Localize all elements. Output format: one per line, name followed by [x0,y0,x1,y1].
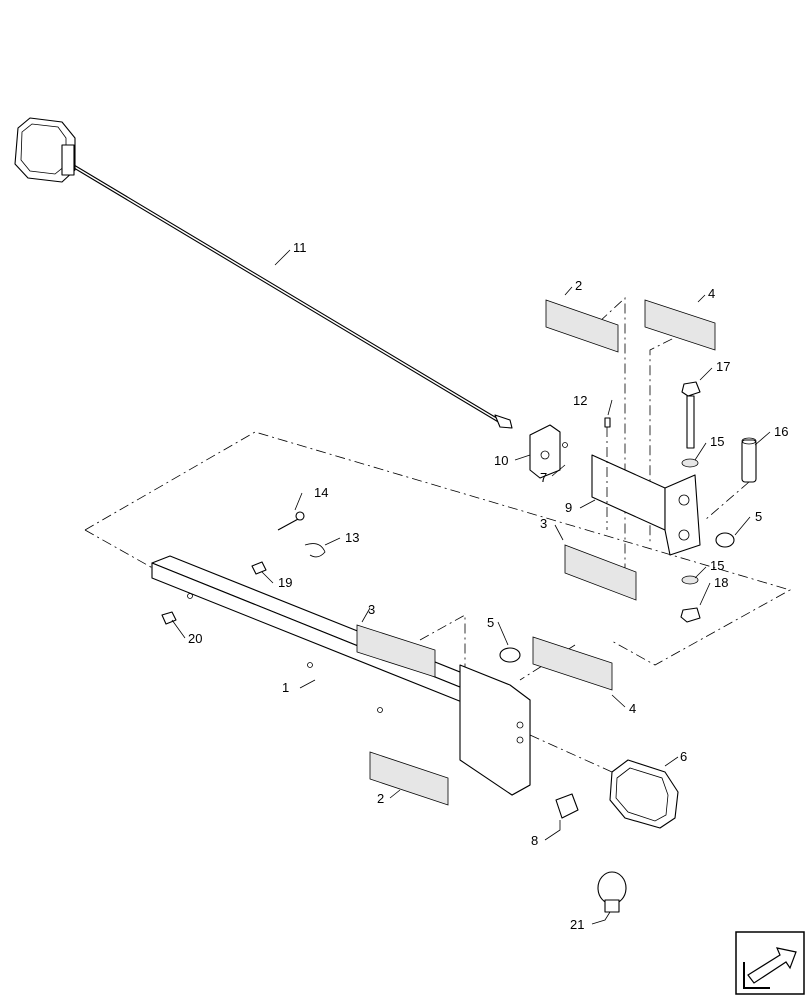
part-14-pin [277,511,305,531]
callout-5-lower: 5 [487,615,494,630]
part-16-spacer [741,437,757,483]
part-10-bracket [529,424,568,479]
callout-4-upper: 4 [708,286,715,301]
assembly-boundary-lines [84,431,792,666]
part-4-decal-upper [644,299,716,351]
part-8-end-plug [555,793,579,819]
part-2-decal-upper [545,299,619,353]
leader-lines [171,249,771,925]
callout-17: 17 [716,359,730,374]
callout-16: 16 [774,424,788,439]
decal-alignment-lines-4 [519,644,576,681]
callout-2-upper: 2 [575,278,582,293]
callout-7: 7 [540,470,547,485]
callout-14: 14 [314,485,328,500]
part-11-harness-light [14,117,513,429]
callout-18: 18 [714,575,728,590]
part-5-grommet-lower [499,647,521,663]
part-19-bolt [251,561,267,575]
callout-12: 12 [573,393,587,408]
light-axis [529,734,613,773]
part-12-screw [604,417,611,428]
part-15-washer-upper [681,458,699,468]
part-1-light-bar-frame [151,555,531,796]
assembly-boundary-left [84,529,166,576]
callout-15-upper: 15 [710,434,724,449]
spacer-axis [704,481,750,521]
callout-15-lower: 15 [710,558,724,573]
part-21-bulb [597,871,627,913]
callout-2-lower: 2 [377,791,384,806]
callout-1: 1 [282,680,289,695]
callout-3-lower: 3 [368,602,375,617]
callout-21: 21 [570,917,584,932]
callout-3-upper: 3 [540,516,547,531]
part-13-clip [304,543,326,558]
part-15-washer-lower [681,575,699,585]
callout-9: 9 [565,500,572,515]
callout-19: 19 [278,575,292,590]
callout-13: 13 [345,530,359,545]
part-5-grommet-upper [715,532,735,548]
part-17-bolt [681,381,701,449]
callout-6: 6 [680,749,687,764]
part-18-nut [680,607,701,623]
part-6-work-light [609,759,679,829]
part-9-mount-plate [591,454,701,556]
callout-8: 8 [531,833,538,848]
view-direction-arrow-icon[interactable] [735,931,805,995]
callout-11: 11 [293,240,307,255]
part-4-decal-lower [532,636,613,691]
part-3-decal-upper [564,544,637,601]
callout-10: 10 [494,453,508,468]
part-3-decal-lower [356,624,436,678]
callout-5-upper: 5 [755,509,762,524]
callout-4-lower: 4 [629,701,636,716]
callout-20: 20 [188,631,202,646]
part-2-decal-lower [369,751,449,806]
